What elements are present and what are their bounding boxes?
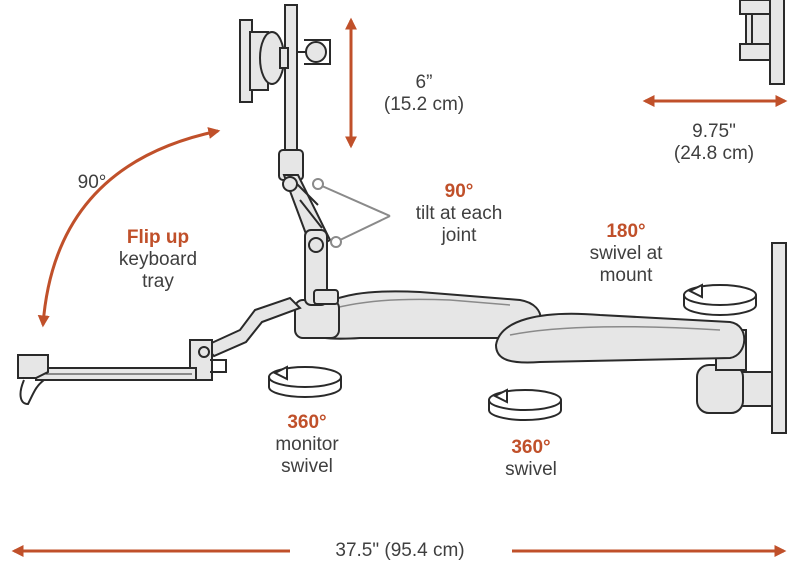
mount-depth-inches: 9.75"	[692, 121, 736, 142]
height-adjust-cm: (15.2 cm)	[383, 94, 465, 115]
monitor-swivel-label: 360° monitor swivel	[262, 412, 352, 478]
tilt-degree: 90°	[444, 181, 474, 202]
keyboard-line1: keyboard	[118, 249, 198, 270]
mount-swivel-line2: mount	[599, 265, 653, 286]
tilt-line2: joint	[441, 225, 477, 246]
tilt-callout	[312, 178, 391, 248]
mount-depth-label: 9.75" (24.8 cm)	[666, 121, 762, 165]
mount-swivel-label: 180° swivel at mount	[570, 221, 682, 287]
monitor-swivel-line1: monitor	[275, 434, 339, 455]
arm-swivel-degree: 360°	[511, 437, 551, 458]
monitor-pole	[278, 4, 339, 306]
monitor-mount-head	[239, 19, 331, 103]
height-adjust-label: 6” (15.2 cm)	[376, 72, 472, 116]
mount-depth-cm: (24.8 cm)	[673, 143, 755, 164]
rotate-arrow-icon	[488, 388, 562, 421]
arm-swivel-line1: swivel	[505, 459, 557, 480]
tilt-line1: tilt at each	[415, 203, 503, 224]
flip-angle-label: 90°	[77, 172, 107, 193]
mount-swivel-line1: swivel at	[589, 243, 663, 264]
top-mount-detail	[739, 0, 785, 85]
total-length-label: 37.5" (95.4 cm)	[335, 540, 465, 561]
mount-swivel-degree: 180°	[606, 221, 646, 242]
keyboard-title: Flip up	[126, 227, 190, 248]
keyboard-line2: tray	[142, 271, 174, 292]
monitor-swivel-line2: swivel	[281, 456, 333, 477]
monitor-swivel-degree: 360°	[287, 412, 327, 433]
arm-segments	[294, 290, 746, 364]
flip-up-curved-arrow	[37, 127, 221, 328]
rotate-arrow-icon	[268, 365, 342, 398]
tilt-label: 90° tilt at each joint	[398, 181, 520, 247]
rotate-arrow-icon	[683, 283, 757, 316]
keyboard-tray	[17, 296, 302, 406]
keyboard-label: Flip up keyboard tray	[103, 227, 213, 293]
arm-swivel-label: 360° swivel	[486, 437, 576, 481]
height-adjust-inches: 6”	[415, 72, 433, 93]
